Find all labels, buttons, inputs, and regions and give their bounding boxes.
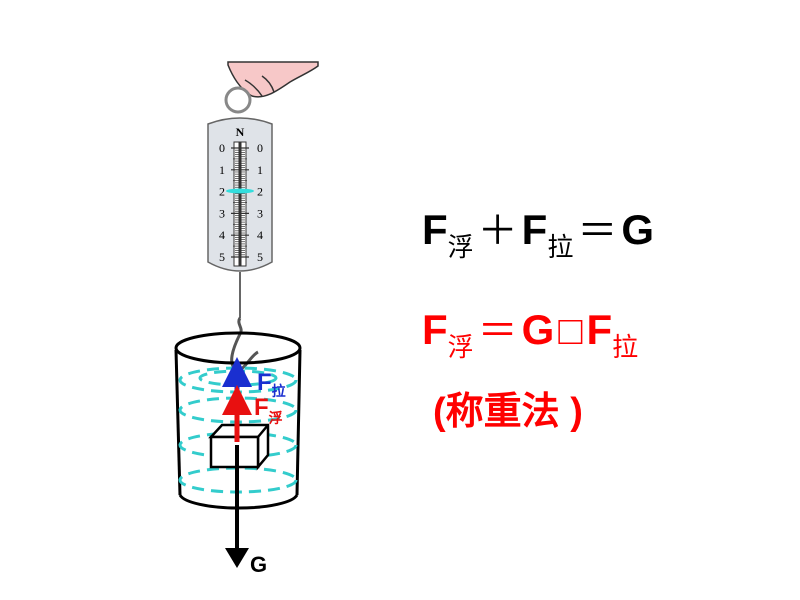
scale-label-left: 0	[219, 141, 225, 155]
scale-label-left: 5	[219, 250, 225, 264]
scale-label-right: 0	[257, 141, 263, 155]
scale-label-left: 4	[219, 228, 225, 242]
scale-label-right: 1	[257, 163, 263, 177]
scale-ring	[224, 86, 252, 114]
scale-label-right: 4	[257, 228, 263, 242]
scale-pointer	[226, 188, 254, 194]
scale-label-right: 3	[257, 206, 263, 220]
scale-label-left: 3	[219, 206, 225, 220]
method-label: (称重法 )	[433, 391, 583, 433]
scale-unit: N	[236, 125, 245, 139]
hand-icon	[227, 61, 319, 98]
scale-label-right: 5	[257, 250, 263, 264]
scale-label-left: 1	[219, 163, 225, 177]
gravity-label: G	[250, 552, 267, 577]
scale-label-right: 2	[257, 185, 263, 199]
buoyant-force-label: F浮	[254, 394, 283, 426]
block	[208, 423, 270, 471]
equilibrium-equation: F浮＋F拉＝G	[422, 206, 655, 262]
buoyancy-equation: F浮＝G□F拉	[422, 306, 639, 362]
pull-force-label: F拉	[257, 369, 286, 399]
spring-scale: N 0 0 1 1 2 2 3 3 4 4 5 5	[207, 117, 273, 272]
beaker	[174, 331, 302, 510]
scale-label-left: 2	[219, 185, 225, 199]
